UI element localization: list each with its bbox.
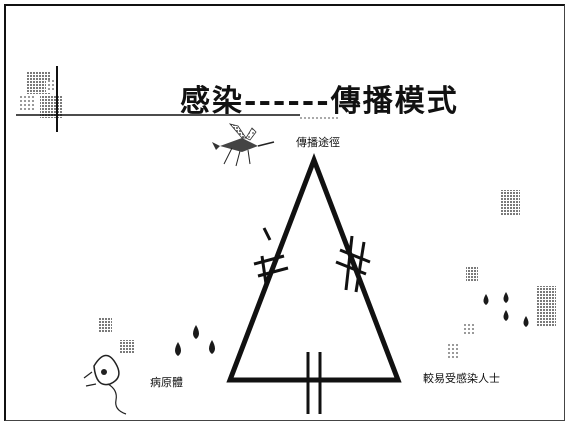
vertex-label-pathogen: 病原體 [150, 376, 183, 389]
bottom-break-marks [306, 352, 322, 414]
vertex-label-transmission-route: 傳播途徑 [296, 136, 340, 149]
vertex-label-susceptible-host: 較易受感染人士 [423, 372, 500, 385]
mosquito-icon [212, 123, 275, 167]
microbe-icon [83, 318, 134, 415]
halftone-block-icon [16, 66, 340, 132]
slide-border [4, 4, 565, 421]
slide-title: 感染------傳播模式 [180, 84, 459, 119]
transmission-triangle [226, 152, 402, 383]
right-side-break-marks [335, 235, 371, 293]
people-crowd-icon [448, 190, 556, 358]
droplet-cluster-left [175, 325, 215, 356]
left-side-break-marks [253, 227, 289, 285]
